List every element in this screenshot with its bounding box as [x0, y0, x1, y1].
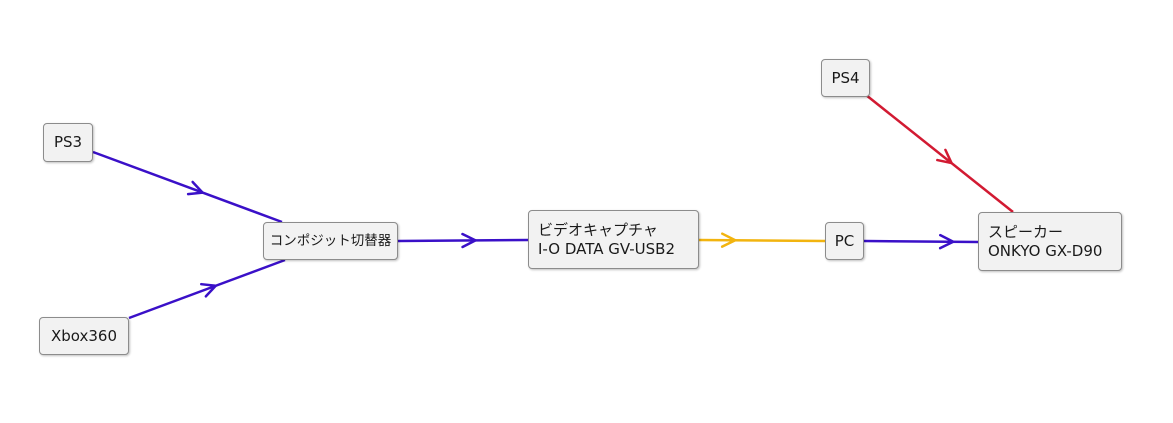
- edge-switch-to-capture-arrowhead-icon: [461, 232, 477, 249]
- node-ps4-label: PS4: [831, 68, 860, 87]
- edge-ps4-to-speaker-line: [865, 94, 1014, 213]
- node-composite-switch[interactable]: コンポジット切替器: [263, 222, 398, 260]
- node-pc[interactable]: PC: [825, 222, 864, 260]
- edge-switch-to-capture-line: [397, 238, 529, 243]
- edge-ps3-to-switch-arrowhead-icon: [186, 180, 204, 196]
- edge-pc-to-speaker[interactable]: [863, 233, 979, 250]
- node-speaker-line1: スピーカー: [988, 222, 1064, 241]
- edge-capture-to-pc-arrowhead-icon: [720, 232, 737, 248]
- node-ps4[interactable]: PS4: [821, 59, 870, 97]
- edge-switch-to-capture[interactable]: [397, 232, 529, 249]
- edges-layer: [92, 94, 1014, 320]
- edge-xbox360-to-switch-arrowhead-icon: [200, 282, 217, 298]
- edge-capture-to-pc[interactable]: [698, 232, 826, 248]
- node-speaker[interactable]: スピーカー ONKYO GX-D90: [978, 212, 1122, 271]
- node-pc-label: PC: [834, 231, 855, 250]
- edge-ps4-to-speaker[interactable]: [865, 94, 1014, 213]
- edge-ps3-to-switch-line: [92, 150, 283, 224]
- node-ps3[interactable]: PS3: [43, 123, 93, 162]
- edge-pc-to-speaker-line: [863, 239, 979, 244]
- edge-pc-to-speaker-arrowhead-icon: [938, 233, 955, 250]
- edge-ps3-to-switch[interactable]: [92, 150, 283, 224]
- edge-xbox360-to-switch[interactable]: [128, 258, 286, 320]
- node-video-capture-line1: ビデオキャプチャ: [538, 220, 658, 239]
- node-ps3-label: PS3: [53, 133, 83, 151]
- node-video-capture[interactable]: ビデオキャプチャ I-O DATA GV-USB2: [528, 210, 699, 269]
- node-xbox360[interactable]: Xbox360: [39, 317, 129, 355]
- node-video-capture-line2: I-O DATA GV-USB2: [538, 239, 675, 258]
- edge-capture-to-pc-line: [698, 238, 826, 243]
- edge-ps4-to-speaker-arrowhead-icon: [936, 148, 953, 165]
- node-xbox360-label: Xbox360: [50, 326, 118, 345]
- edge-xbox360-to-switch-line: [128, 258, 286, 320]
- node-composite-switch-label: コンポジット切替器: [269, 232, 392, 249]
- node-speaker-line2: ONKYO GX-D90: [988, 241, 1103, 260]
